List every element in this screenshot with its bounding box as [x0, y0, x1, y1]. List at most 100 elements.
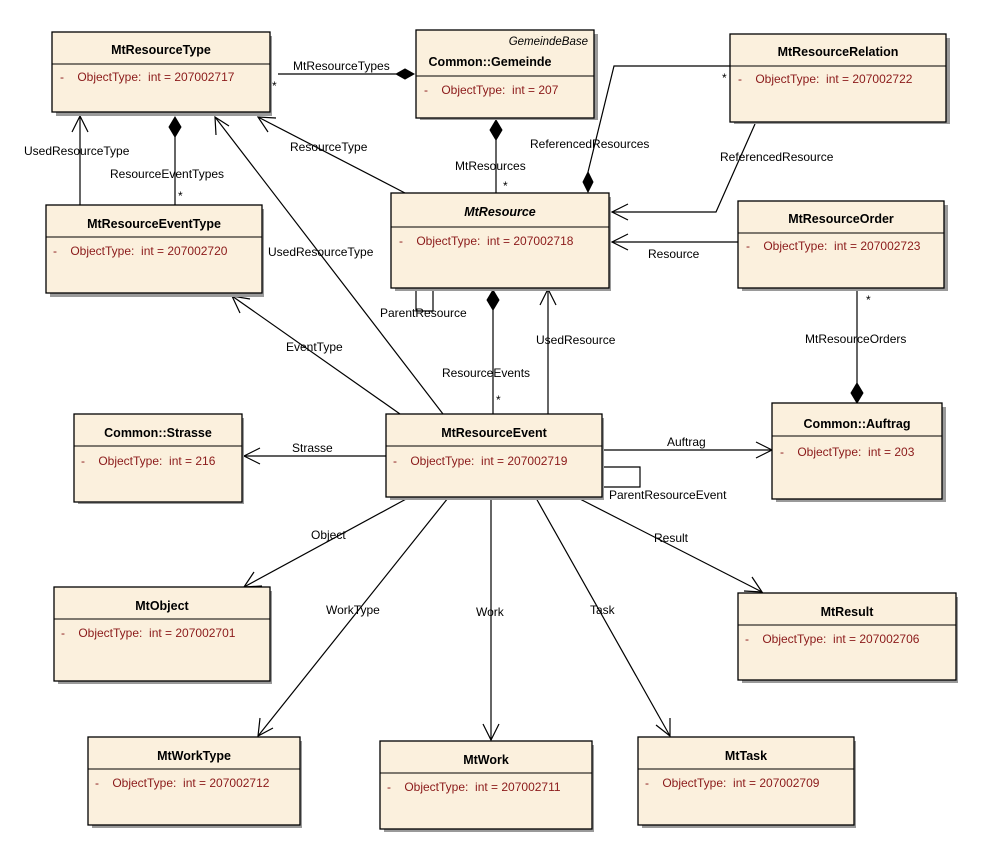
class-mtobject[interactable]: MtObject - ObjectType: int = 207002701	[53, 586, 272, 684]
class-name: Common::Gemeinde	[429, 55, 552, 69]
edge-parentresource	[415, 289, 434, 312]
class-attribute: - ObjectType: int = 203	[780, 445, 915, 459]
edge-referencedresources	[587, 65, 730, 173]
class-mtworktype[interactable]: MtWorkType - ObjectType: int = 207002712	[87, 736, 302, 828]
class-attribute: - ObjectType: int = 207002706	[745, 632, 920, 646]
composition-diamond	[582, 170, 594, 194]
class-attribute: - ObjectType: int = 207002722	[738, 72, 913, 86]
class-common-gemeinde[interactable]: GemeindeBase Common::Gemeinde - ObjectTy…	[415, 29, 598, 120]
label-resourceeventtypes: ResourceEventTypes	[110, 167, 224, 181]
class-name: MtWorkType	[157, 749, 231, 763]
composition-diamond	[486, 289, 500, 311]
composition-diamond	[168, 116, 182, 138]
class-mtresource[interactable]: MtResource - ObjectType: int = 207002718	[390, 192, 611, 291]
arrowhead	[257, 717, 274, 738]
multiplicity-star: *	[503, 179, 508, 193]
class-mtresourceevent[interactable]: MtResourceEvent - ObjectType: int = 2070…	[385, 413, 604, 500]
class-mtresourcetype[interactable]: MtResourceType - ObjectType: int = 20700…	[51, 31, 272, 116]
label-referencedresources: ReferencedResources	[530, 137, 649, 151]
arrowhead	[242, 571, 263, 588]
class-common-strasse[interactable]: Common::Strasse - ObjectType: int = 216	[73, 413, 244, 504]
label-mtresourceorders: MtResourceOrders	[805, 332, 906, 346]
class-name: MtResourceOrder	[788, 212, 894, 226]
class-name: MtTask	[725, 749, 767, 763]
edge-result	[577, 497, 763, 593]
class-stereotype: GemeindeBase	[509, 36, 588, 48]
arrowhead	[482, 723, 500, 742]
class-attribute: - ObjectType: int = 207	[424, 83, 559, 97]
label-usedresourcetype-center: UsedResourceType	[268, 245, 374, 259]
class-name: MtResource	[464, 205, 536, 219]
class-name: MtResult	[821, 605, 875, 619]
class-name: MtWork	[463, 753, 509, 767]
class-attribute: - ObjectType: int = 207002718	[399, 234, 574, 248]
label-mtresources: MtResources	[455, 159, 526, 173]
class-attribute: - ObjectType: int = 207002719	[393, 454, 568, 468]
label-parentresourceevent: ParentResourceEvent	[609, 488, 727, 502]
class-name: Common::Auftrag	[804, 417, 911, 431]
label-work: Work	[476, 605, 505, 619]
edge-object	[243, 497, 409, 588]
label-referencedresource: ReferencedResource	[720, 150, 834, 164]
class-mtwork[interactable]: MtWork - ObjectType: int = 207002711	[379, 740, 594, 832]
multiplicity-star: *	[722, 71, 727, 85]
arrowhead	[214, 115, 230, 136]
composition-diamond	[489, 119, 503, 141]
composition-diamond	[850, 382, 864, 404]
label-resourceevents: ResourceEvents	[442, 366, 530, 380]
class-attribute: - ObjectType: int = 207002717	[60, 70, 235, 84]
label-resource: Resource	[648, 247, 700, 261]
class-attribute: - ObjectType: int = 207002701	[61, 626, 236, 640]
multiplicity-star: *	[272, 79, 277, 93]
class-attribute: - ObjectType: int = 216	[81, 454, 216, 468]
class-attribute: - ObjectType: int = 207002720	[53, 244, 228, 258]
class-name: MtObject	[135, 599, 189, 613]
label-strasse: Strasse	[292, 441, 333, 455]
edge-resourcetype	[257, 116, 406, 194]
edge-task	[535, 497, 671, 737]
edge-eventtype	[231, 295, 401, 415]
arrowhead	[743, 576, 764, 593]
class-mttask[interactable]: MtTask - ObjectType: int = 207002709	[637, 736, 856, 828]
edge-parentresourceevent	[602, 466, 641, 488]
class-attribute: - ObjectType: int = 207002712	[95, 776, 270, 790]
label-usedresourcetype-left: UsedResourceType	[24, 144, 130, 158]
class-name: MtResourceEventType	[87, 217, 221, 231]
label-worktype: WorkType	[326, 603, 380, 617]
edge-worktype	[257, 497, 449, 737]
label-mtresourcetypes: MtResourceTypes	[293, 59, 390, 73]
label-parentresource: ParentResource	[380, 306, 467, 320]
label-auftrag: Auftrag	[667, 435, 706, 449]
label-result: Result	[654, 531, 689, 545]
associations	[71, 65, 864, 742]
arrowhead	[256, 116, 277, 133]
label-usedresource: UsedResource	[536, 333, 616, 347]
multiplicity-star: *	[178, 189, 183, 203]
composition-diamond	[394, 68, 416, 80]
edge-usedresourcetype-center	[214, 116, 444, 415]
label-object: Object	[311, 528, 346, 542]
label-task: Task	[590, 603, 616, 617]
class-mtresourceorder[interactable]: MtResourceOrder - ObjectType: int = 2070…	[737, 200, 948, 291]
class-mtresourcerelation[interactable]: MtResourceRelation - ObjectType: int = 2…	[729, 33, 950, 124]
class-attribute: - ObjectType: int = 207002709	[645, 776, 820, 790]
class-mtresult[interactable]: MtResult - ObjectType: int = 207002706	[737, 592, 958, 683]
multiplicity-star: *	[496, 393, 501, 407]
association-labels: MtResourceTypes * UsedResourceType Resou…	[24, 59, 906, 619]
class-attribute: - ObjectType: int = 207002711	[387, 780, 561, 794]
arrowhead	[655, 718, 671, 738]
class-attribute: - ObjectType: int = 207002723	[746, 239, 921, 253]
label-resourcetype: ResourceType	[290, 140, 368, 154]
label-eventtype: EventType	[286, 340, 343, 354]
class-common-auftrag[interactable]: Common::Auftrag - ObjectType: int = 203	[771, 402, 946, 502]
class-name: Common::Strasse	[104, 426, 212, 440]
class-name: MtResourceRelation	[778, 45, 899, 59]
arrowhead	[610, 203, 629, 221]
arrowhead	[610, 233, 629, 251]
class-name: MtResourceType	[111, 43, 211, 57]
edge-referencedresource	[612, 123, 756, 213]
multiplicity-star: *	[866, 293, 871, 307]
class-mtresourceeventtype[interactable]: MtResourceEventType - ObjectType: int = …	[45, 204, 264, 297]
class-name: MtResourceEvent	[441, 426, 547, 440]
